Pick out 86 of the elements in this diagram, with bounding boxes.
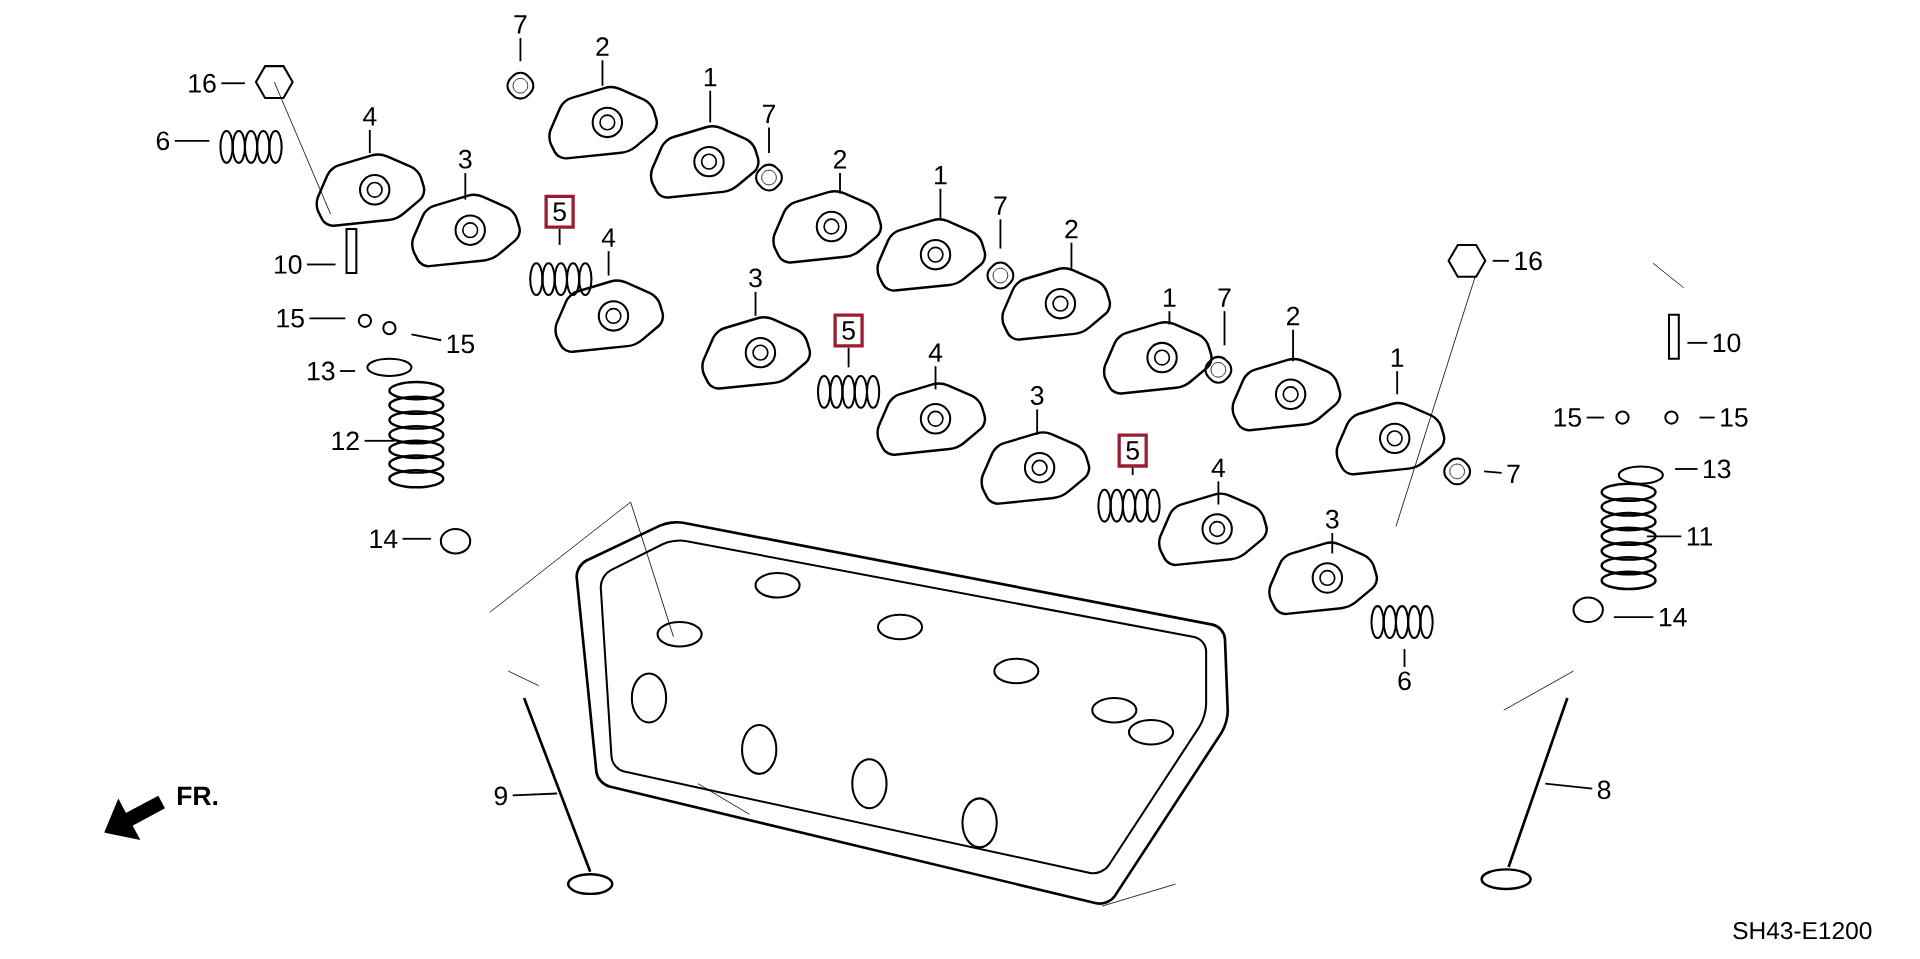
- callout-number: 12: [332, 431, 359, 451]
- leader-line: [1491, 260, 1510, 262]
- leader-line: [401, 537, 432, 540]
- leader-line: [999, 218, 1002, 250]
- leader-line: [934, 365, 937, 391]
- callout-number: 13: [1704, 459, 1731, 479]
- leader-line: [363, 440, 396, 442]
- leader-line: [1396, 370, 1399, 396]
- callout-number: 2: [834, 150, 847, 169]
- callout-number: 3: [749, 268, 762, 288]
- leader-line: [220, 82, 246, 85]
- leader-line: [1292, 328, 1294, 363]
- leader-line: [308, 317, 347, 320]
- leader-line: [558, 228, 561, 246]
- callout-number: 11: [1687, 527, 1713, 546]
- leader-line: [1131, 466, 1134, 477]
- leader-line: [1612, 616, 1655, 619]
- leader-line: [519, 37, 522, 63]
- callout-number: 7: [994, 196, 1007, 215]
- callout-number: 15: [447, 334, 475, 354]
- leader-line: [1674, 468, 1699, 470]
- callout-number: 6: [1398, 671, 1411, 691]
- callout-number: 2: [1065, 219, 1078, 239]
- callout-number: 4: [363, 107, 377, 126]
- leader-line: [607, 250, 610, 277]
- callout-number: 10: [1713, 333, 1741, 353]
- leader-line: [847, 346, 850, 369]
- boxed-callout-number: 5: [833, 313, 864, 348]
- callout-number: 7: [1507, 464, 1520, 484]
- callout-number: 16: [189, 74, 216, 93]
- leader-line: [368, 129, 371, 155]
- leader-line: [410, 333, 443, 342]
- leader-line: [601, 59, 604, 87]
- callout-number: 15: [277, 309, 304, 328]
- leader-line: [1585, 416, 1605, 419]
- leader-line: [939, 187, 942, 219]
- leader-line: [306, 263, 337, 266]
- callout-number: 15: [1554, 408, 1581, 427]
- callout-number: 4: [601, 228, 616, 247]
- callout-number: 7: [1218, 288, 1231, 307]
- callout-number: 2: [1287, 306, 1300, 326]
- callout-number: 15: [1721, 408, 1748, 427]
- leader-line: [1403, 648, 1406, 668]
- leader-line: [1331, 532, 1334, 555]
- callout-number: 3: [1030, 386, 1044, 405]
- leader-line: [173, 140, 211, 142]
- boxed-callout-number: 5: [544, 194, 575, 229]
- leader-line: [709, 89, 712, 124]
- boxed-callout-number: 5: [1117, 433, 1148, 468]
- leader-line: [1483, 470, 1503, 474]
- leader-line: [839, 172, 841, 195]
- leader-line: [1168, 310, 1171, 326]
- leader-line: [1217, 480, 1220, 506]
- callout-number: 8: [1597, 780, 1611, 800]
- callout-number: 1: [935, 166, 947, 185]
- leader-line: [1070, 241, 1073, 271]
- direction-label: FR.: [177, 786, 218, 806]
- callout-number: 1: [1164, 288, 1176, 307]
- leader-line: [754, 291, 757, 317]
- leader-line: [1036, 408, 1039, 436]
- callout-number: 7: [514, 15, 527, 34]
- callout-number: 13: [308, 361, 335, 381]
- callout-number: 3: [458, 149, 472, 169]
- leader-line: [1544, 782, 1594, 790]
- leader-line: [511, 792, 559, 797]
- leader-line: [339, 370, 357, 373]
- leader-line: [1686, 342, 1709, 344]
- callout-number: 2: [596, 37, 609, 56]
- part-code: SH43-E1200: [1733, 922, 1872, 940]
- callout-number: 14: [1659, 608, 1687, 627]
- leader-line: [1698, 416, 1716, 419]
- callout-number: 16: [1515, 251, 1542, 271]
- callout-number: 4: [1211, 458, 1225, 477]
- callout-number: 1: [1391, 348, 1404, 367]
- callout-number: 6: [156, 131, 170, 151]
- leader-line: [1646, 535, 1683, 538]
- callout-number: 4: [928, 343, 943, 362]
- callout-number: 7: [763, 104, 776, 124]
- callout-number: 1: [704, 68, 717, 87]
- callout-number: 9: [494, 786, 507, 806]
- leader-line: [1223, 310, 1226, 347]
- leader-line: [768, 126, 770, 155]
- callout-number: 10: [275, 255, 302, 274]
- callout-number: 3: [1325, 509, 1339, 529]
- callout-number: 14: [370, 529, 398, 548]
- leader-line: [464, 172, 467, 201]
